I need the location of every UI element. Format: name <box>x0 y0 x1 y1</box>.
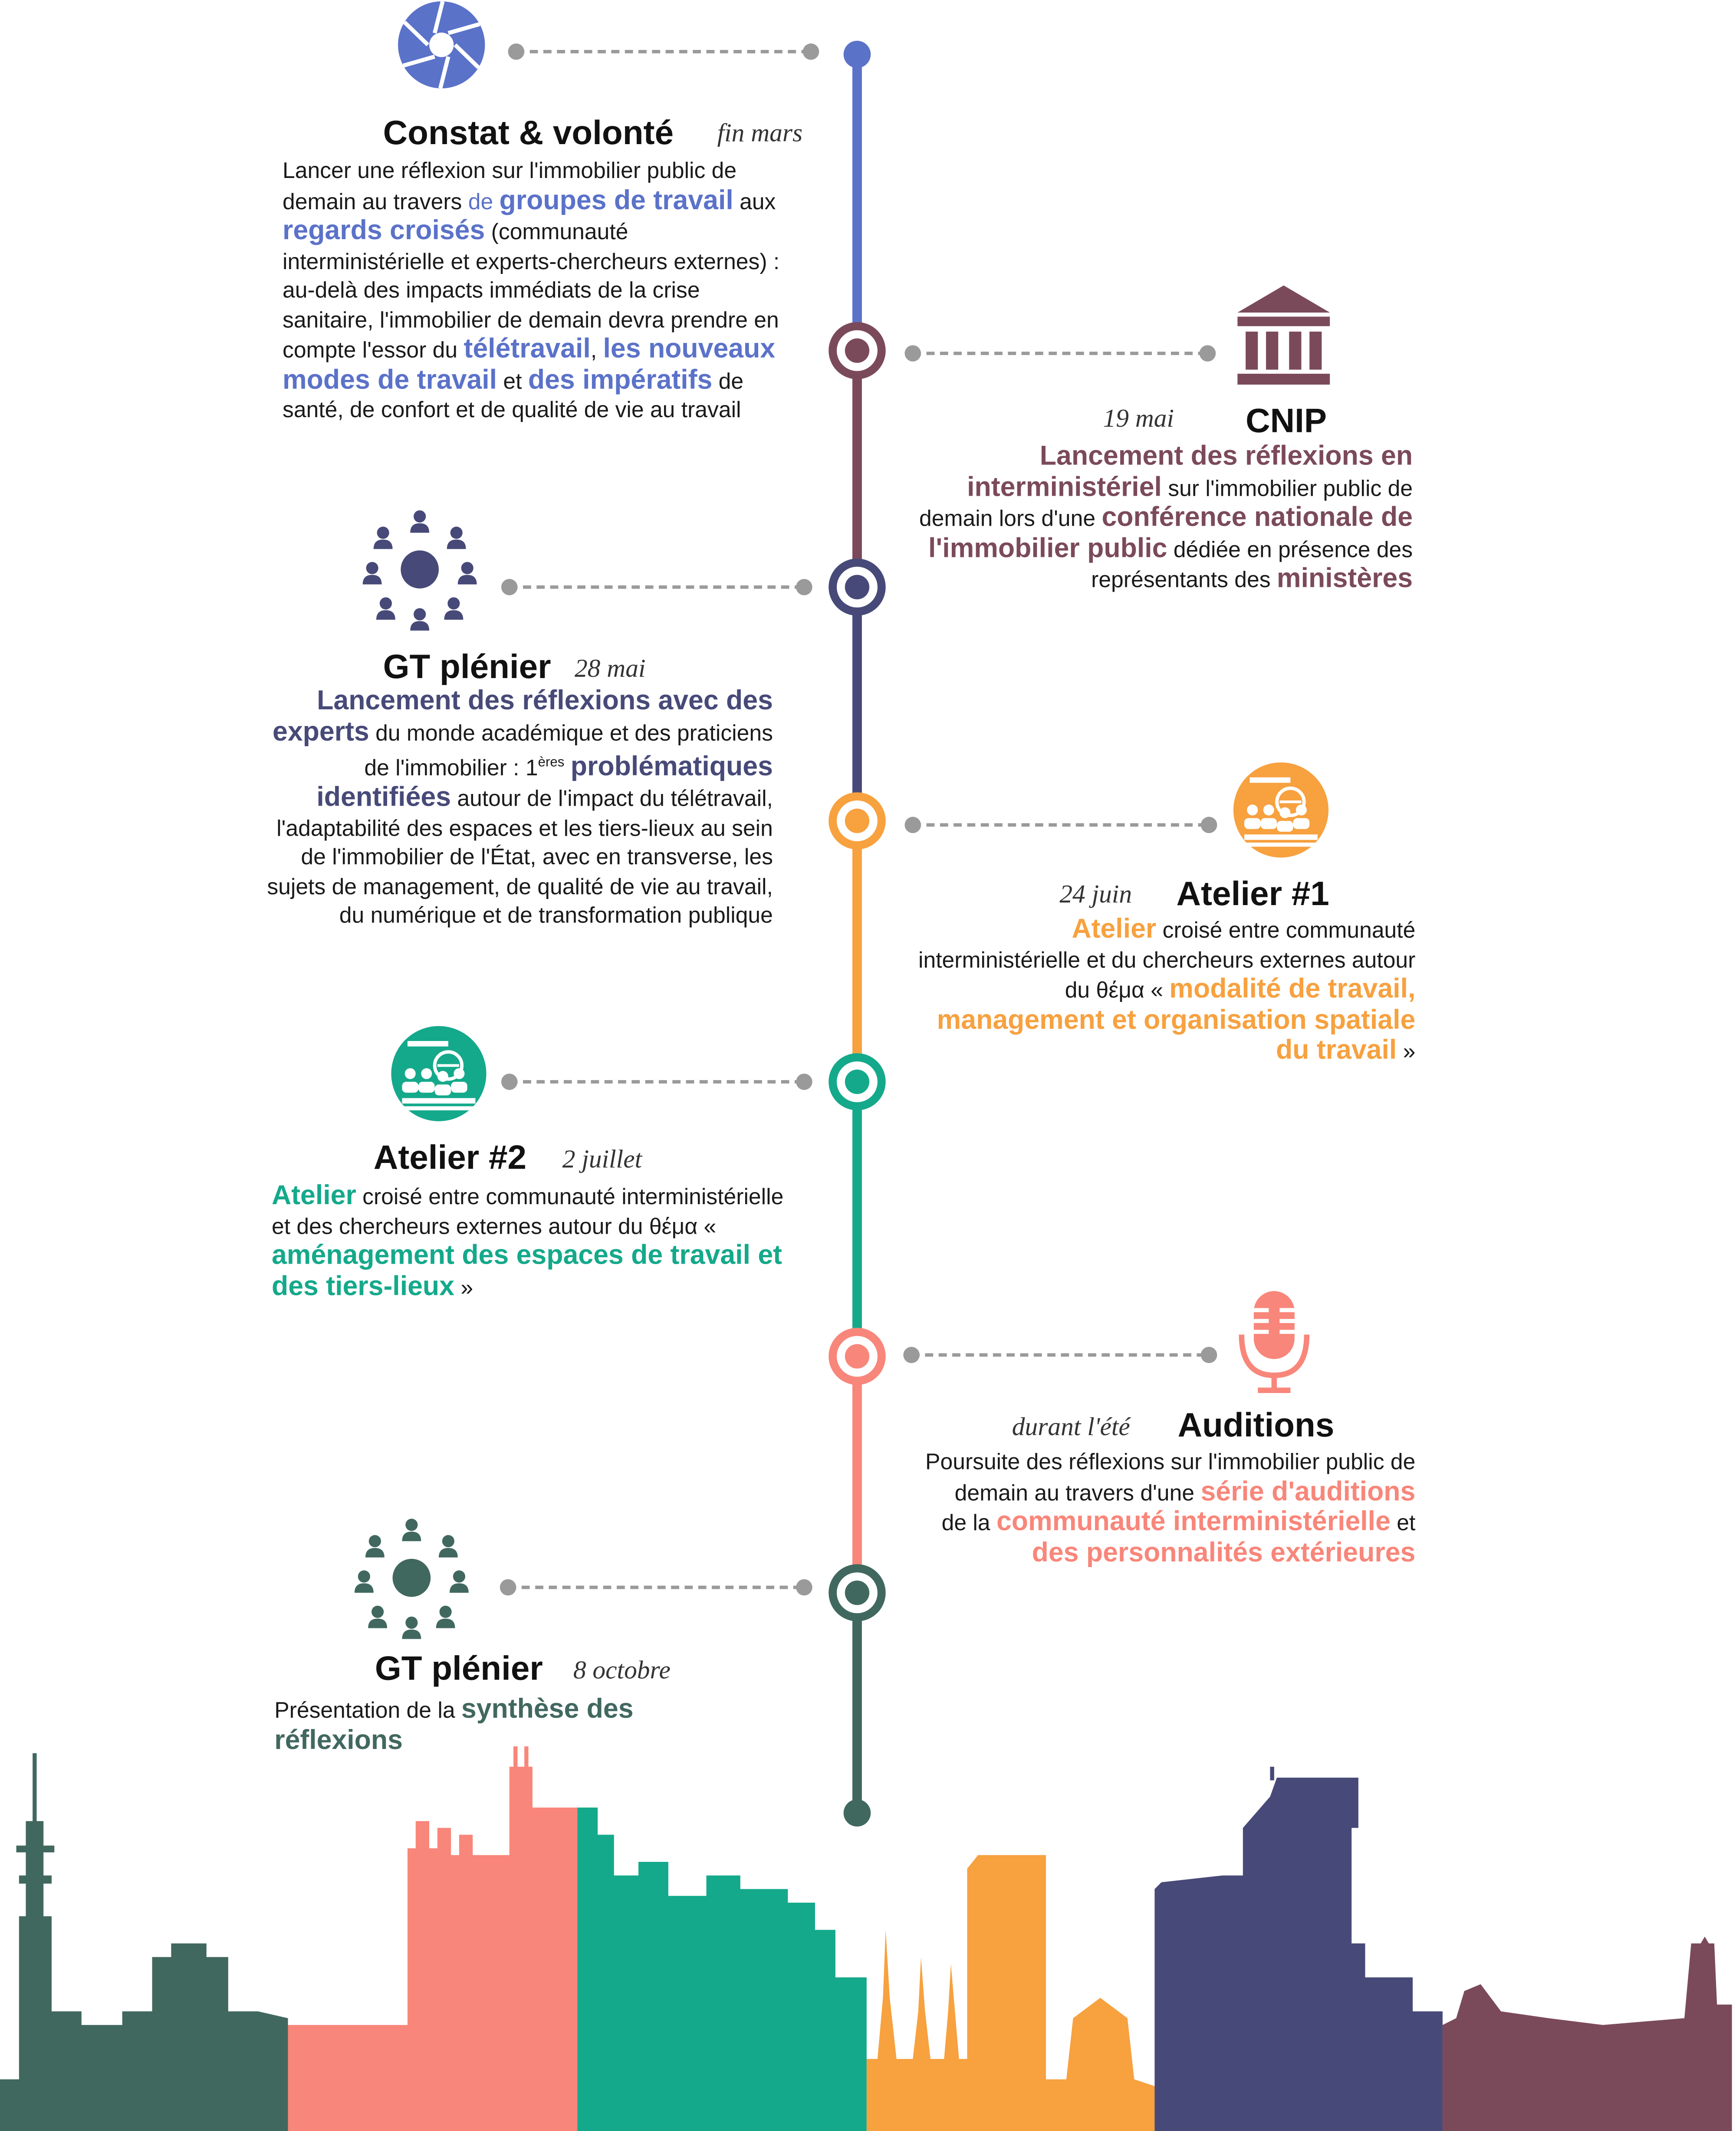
event-title-atelier-2: Atelier #2 <box>373 1139 527 1177</box>
desc-segment: Poursuite des réflexions sur l'immobilie… <box>925 1450 1416 1505</box>
desc-segment: » <box>454 1275 473 1300</box>
desc-segment: autour de l'impact du télétravail, l'ada… <box>267 787 773 929</box>
desc-segment: aux <box>733 189 776 214</box>
connector-dot <box>802 43 819 60</box>
microphone-icon <box>1239 1291 1310 1393</box>
event-desc-gt-2: Présentation de la synthèse des réflexio… <box>274 1694 682 1757</box>
desc-segment: communauté interministérielle <box>996 1507 1391 1537</box>
desc-segment: sur l'immobilier public de demain lors d… <box>919 476 1413 532</box>
workshop-icon <box>1233 762 1329 858</box>
desc-segment: Atelier <box>1072 914 1157 945</box>
skyline-segment-teal <box>577 1807 867 2131</box>
desc-segment: groupes de travail <box>499 185 733 216</box>
event-title-cnip: CNIP <box>1246 402 1327 441</box>
event-title-gt-2: GT plénier <box>375 1650 543 1688</box>
event-date-gt-2: 8 octobre <box>573 1657 671 1686</box>
connector-dot <box>1200 817 1217 833</box>
desc-segment: conférence nationale de l'immobilier pub… <box>928 503 1413 563</box>
desc-segment: série d'auditions <box>1200 1476 1416 1507</box>
desc-segment: regards croisés <box>283 216 485 246</box>
desc-segment: et <box>1390 1511 1416 1536</box>
timeline-node-center <box>845 575 870 599</box>
connector-dot <box>904 817 921 833</box>
skyline-segment-orange <box>866 1855 1155 2131</box>
desc-segment: , <box>590 338 603 363</box>
timeline-node-center <box>845 1344 870 1369</box>
connector-dot <box>796 1074 812 1090</box>
event-desc-atelier-1: Atelier croisé entre communauté intermin… <box>910 914 1416 1067</box>
people-network-icon <box>354 1518 469 1639</box>
connector-dot <box>1199 345 1216 362</box>
timeline-end-dot <box>843 1799 871 1827</box>
event-desc-auditions: Poursuite des réflexions sur l'immobilie… <box>924 1449 1415 1570</box>
connector-dot <box>796 1579 812 1596</box>
timeline-node-center <box>845 1581 870 1605</box>
event-title-gt-1: GT plénier <box>383 648 551 687</box>
skyline-segment-darkgreen <box>0 1753 288 2131</box>
event-desc-constat: Lancer une réflexion sur l'immobilier pu… <box>283 158 785 426</box>
desc-segment: des personnalités extérieures <box>1032 1538 1416 1568</box>
timeline-node-center <box>845 1069 870 1094</box>
connector-dot <box>508 43 525 60</box>
connector-dot <box>903 1347 920 1364</box>
desc-segment: croisé entre communauté interministériel… <box>271 1185 784 1239</box>
desc-segment: ères <box>538 755 565 771</box>
desc-segment: Présentation de la <box>274 1699 461 1723</box>
aperture-icon <box>398 1 485 89</box>
skyline-segment-mauve <box>1442 1937 1732 2131</box>
desc-segment: Atelier <box>271 1181 356 1211</box>
event-date-atelier-2: 2 juillet <box>562 1146 642 1174</box>
desc-segment <box>564 756 570 781</box>
desc-segment: de <box>468 189 500 214</box>
connector-dot <box>796 579 812 596</box>
desc-segment: et <box>497 369 528 394</box>
connector-dot <box>501 1074 518 1090</box>
desc-segment: modalité de travail, management et organ… <box>937 974 1416 1066</box>
event-date-auditions: durant l'été <box>1012 1413 1130 1442</box>
desc-segment: des impératifs <box>528 365 713 395</box>
desc-segment: » <box>1397 1039 1416 1064</box>
timeline-start-dot <box>843 40 871 68</box>
desc-segment: de la <box>941 1511 996 1536</box>
desc-segment: du monde académique et des praticiens de… <box>364 721 773 781</box>
event-date-gt-1: 28 mai <box>574 655 646 684</box>
people-network-icon <box>362 510 477 631</box>
event-date-constat: fin mars <box>717 119 803 148</box>
desc-segment: aménagement des espaces de travail et de… <box>271 1241 783 1301</box>
desc-segment: télétravail <box>464 334 591 365</box>
timeline-node-center <box>845 808 870 833</box>
desc-segment: de santé, de confort et de qualité de vi… <box>283 369 744 423</box>
desc-segment: les nouveaux modes de travail <box>283 334 776 395</box>
event-date-cnip: 19 mai <box>1103 405 1174 434</box>
connector-dot <box>904 345 921 362</box>
connector-dot <box>501 579 518 596</box>
desc-segment: ministères <box>1276 564 1413 594</box>
skyline-segment-navy <box>1154 1766 1443 2131</box>
city-skyline <box>0 1746 1732 2131</box>
desc-segment: Lancer une réflexion sur l'immobilier pu… <box>283 159 737 214</box>
desc-segment: Lancement des réflexions avec des expert… <box>273 686 773 747</box>
desc-segment: dédiée en présence des représentants des <box>1091 537 1413 593</box>
event-desc-atelier-2: Atelier croisé entre communauté intermin… <box>271 1181 795 1304</box>
workshop-icon <box>391 1026 487 1121</box>
event-desc-cnip: Lancement des réflexions en interministé… <box>910 441 1413 596</box>
event-date-atelier-1: 24 juin <box>1059 880 1132 909</box>
desc-segment: croisé entre communauté interministériel… <box>918 919 1416 1003</box>
event-desc-gt-1: Lancement des réflexions avec des expert… <box>266 686 773 932</box>
skyline-segment-salmon <box>288 1746 578 2131</box>
desc-segment: Lancement des réflexions en interministé… <box>967 441 1413 502</box>
government-building-icon <box>1237 285 1330 385</box>
event-title-atelier-1: Atelier #1 <box>1176 875 1329 913</box>
desc-segment: (communauté interministérielle et expert… <box>283 220 780 363</box>
event-title-constat: Constat & volonté <box>383 114 674 152</box>
desc-segment: problématiques identifiées <box>316 752 773 813</box>
connector-dot <box>1200 1347 1217 1364</box>
desc-segment: synthèse des réflexions <box>274 1694 634 1756</box>
connector-dot <box>500 1579 516 1596</box>
timeline-node-center <box>845 338 870 363</box>
event-title-auditions: Auditions <box>1177 1406 1335 1445</box>
